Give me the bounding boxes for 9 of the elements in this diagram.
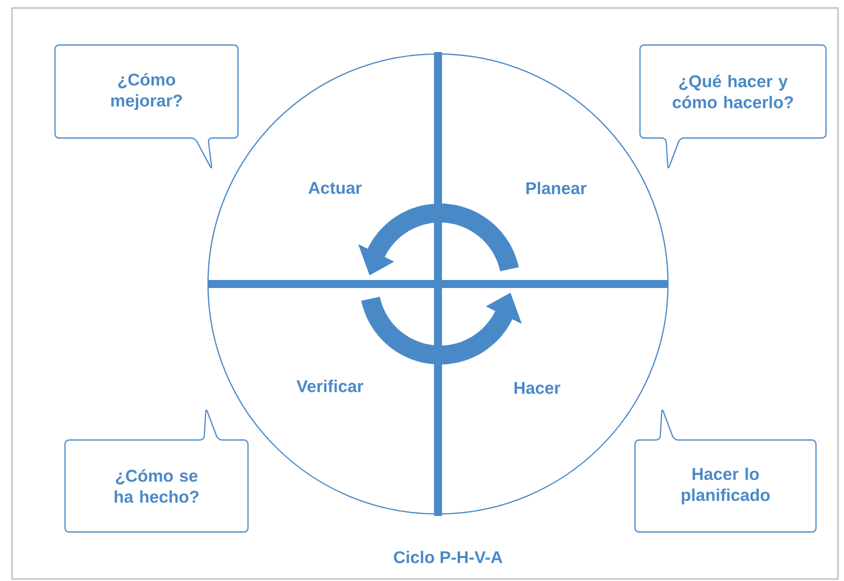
speech-bubble: ¿Cómo se ha hecho? (64, 410, 249, 533)
quadrant-label: Hacer (514, 382, 560, 394)
caption: Ciclo P-H-V-A (394, 550, 502, 564)
speech-bubble: Hacer lo planificado (634, 410, 817, 533)
quadrant-label: Verificar (296, 380, 364, 392)
speech-bubble: ¿Cómo mejorar? (54, 44, 239, 168)
quadrant-label: Planear (526, 182, 586, 194)
quadrant-label: Actuar (308, 182, 362, 194)
speech-bubble: ¿Qué hacer y cómo hacerlo? (639, 44, 827, 168)
